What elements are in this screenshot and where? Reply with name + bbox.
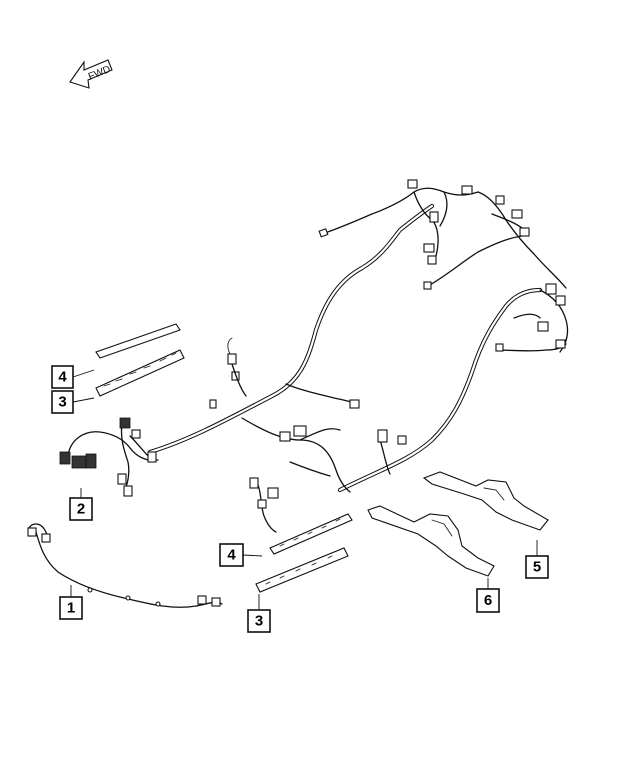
callout-2: 2 bbox=[69, 497, 93, 521]
callout-1: 1 bbox=[59, 596, 83, 620]
forward-arrow-icon: FWD bbox=[69, 59, 113, 89]
main-body-harness bbox=[147, 179, 569, 533]
callout-5: 5 bbox=[525, 555, 549, 579]
callout-label: 6 bbox=[484, 592, 492, 609]
callout-4a: 4 bbox=[51, 365, 74, 389]
lower-sill-strips bbox=[255, 513, 353, 593]
callout-4b: 4 bbox=[219, 543, 244, 567]
callout-6: 6 bbox=[476, 588, 500, 613]
upper-sill-strips bbox=[95, 323, 185, 397]
callout-3b: 3 bbox=[247, 609, 271, 633]
callout-label: 4 bbox=[227, 547, 236, 564]
callout-label: 4 bbox=[58, 369, 67, 386]
callout-label: 3 bbox=[255, 613, 263, 630]
callout-label: 5 bbox=[533, 559, 541, 576]
callout-3a: 3 bbox=[51, 390, 74, 414]
callout-label: 2 bbox=[77, 501, 85, 518]
rear-liftgate-harness bbox=[59, 417, 159, 497]
callout-label: 1 bbox=[67, 600, 75, 617]
floor-insulator-panel-5 bbox=[422, 471, 549, 531]
rear-bumper-harness bbox=[27, 523, 223, 608]
floor-insulator-panel-6 bbox=[367, 505, 495, 577]
leader-lines bbox=[70, 369, 538, 610]
callout-label: 3 bbox=[58, 394, 66, 411]
